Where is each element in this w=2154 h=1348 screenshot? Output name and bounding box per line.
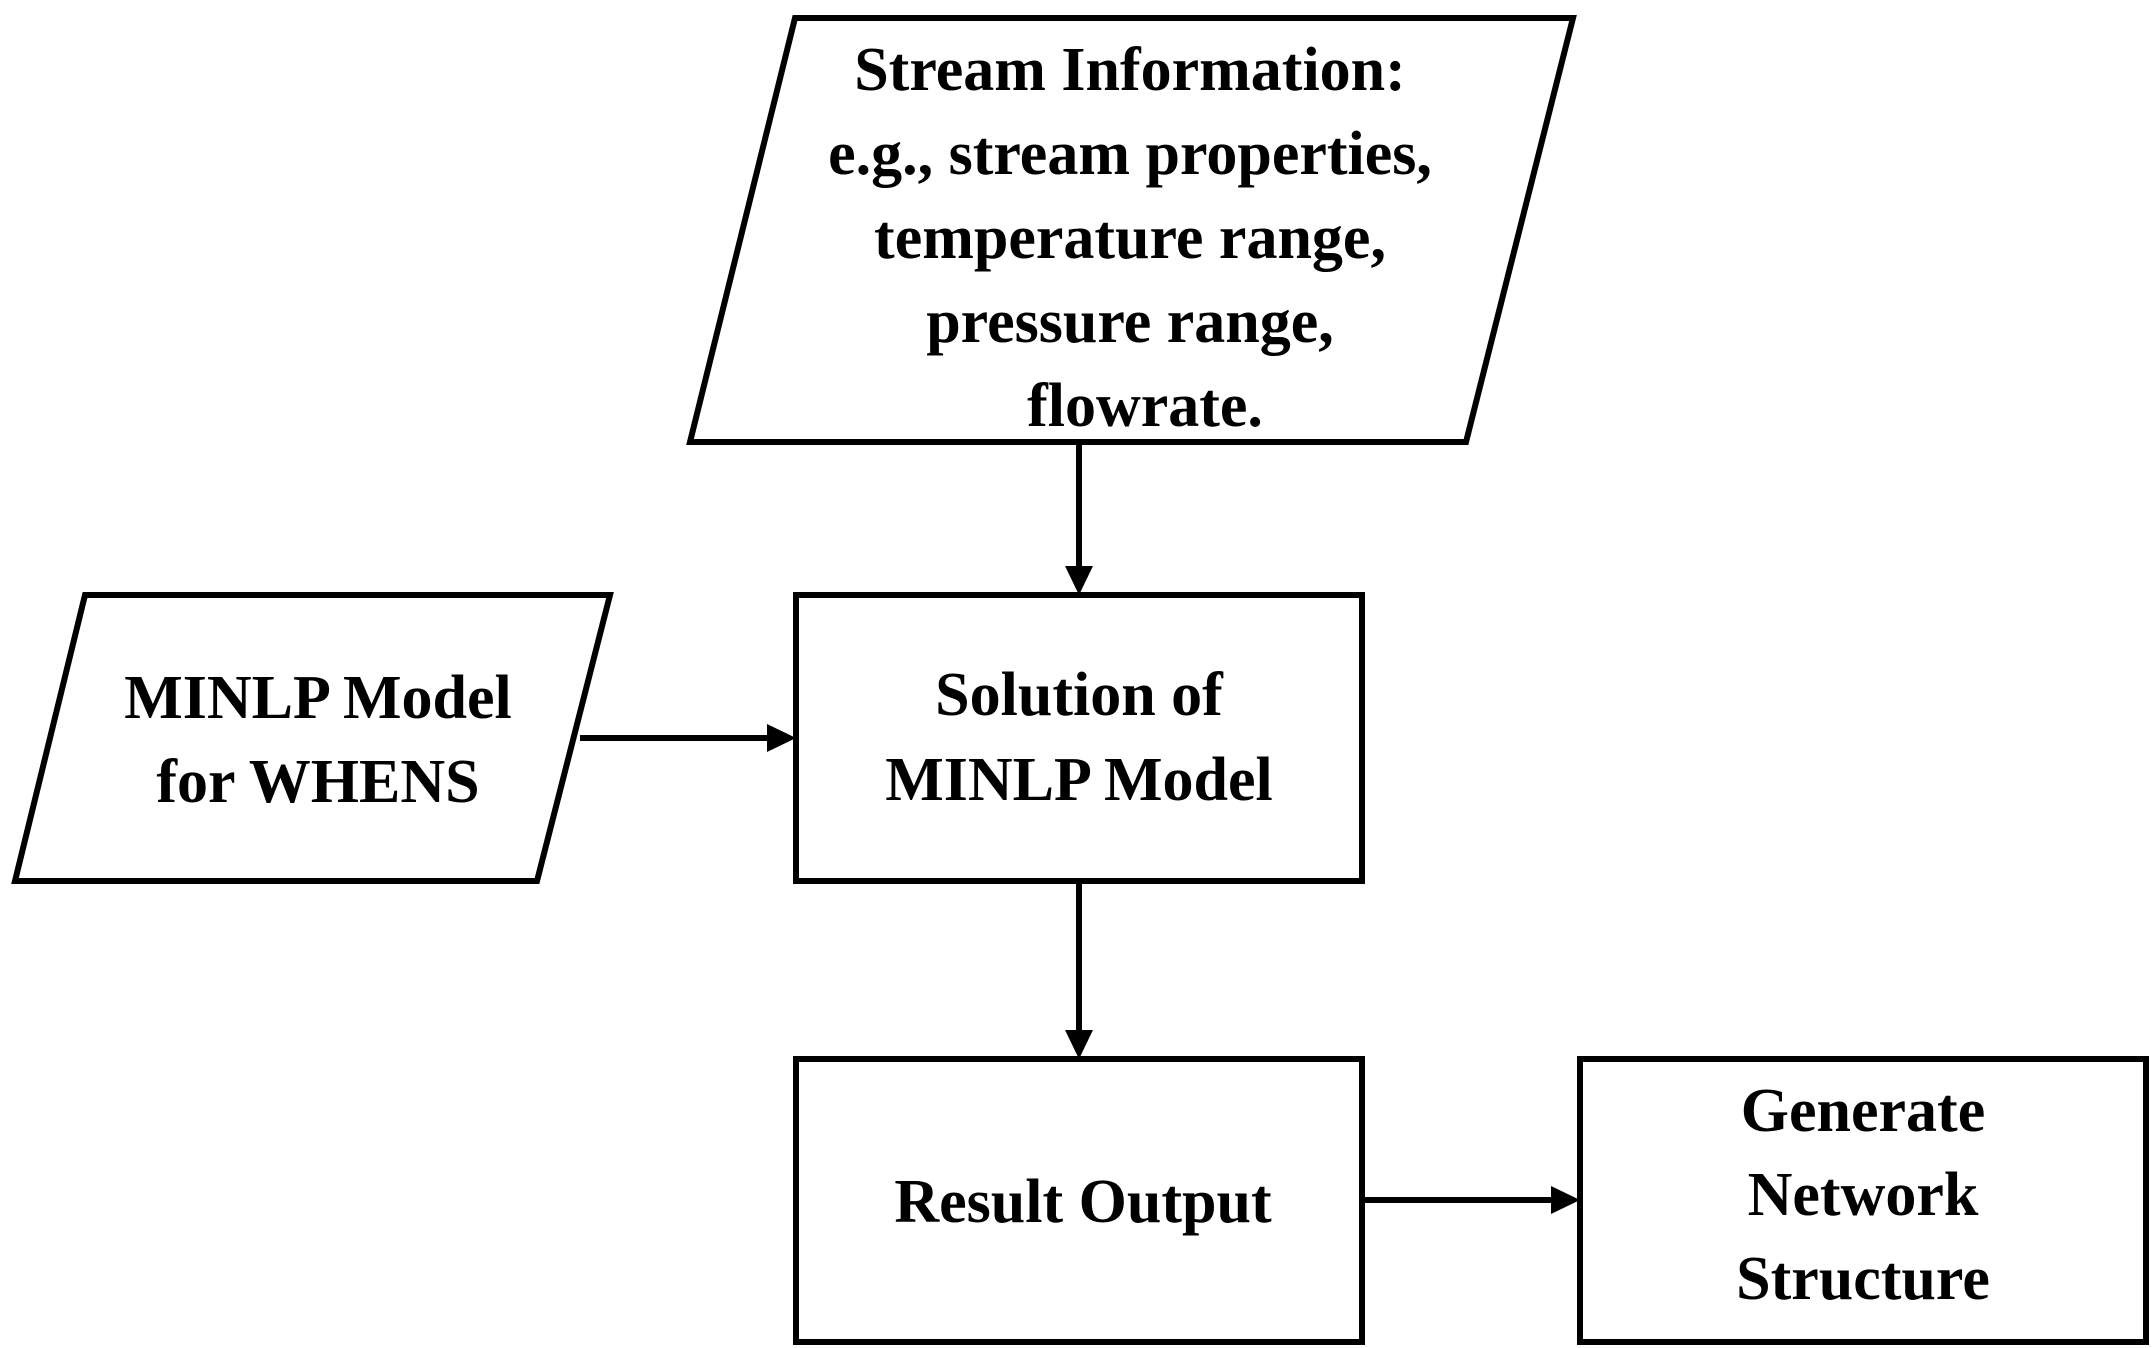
edge-result-to-generate-arrowhead	[1551, 1186, 1580, 1214]
solution-shape	[793, 592, 1365, 884]
result-output-node: Result Output	[793, 1056, 1365, 1345]
result-output-line-1: Result Output	[894, 1168, 1272, 1236]
solution-line-1: Solution of	[935, 661, 1224, 729]
edge-minlp-to-solution-arrowhead	[767, 724, 796, 752]
minlp-model-shape	[11, 592, 614, 884]
solution-node: Solution of MINLP Model	[793, 592, 1365, 884]
minlp-model-node: MINLP Model for WHENS	[11, 592, 614, 884]
stream-info-line-4: pressure range,	[926, 288, 1334, 356]
edge-stream-to-solution-arrowhead	[1065, 566, 1093, 595]
solution-line-2: MINLP Model	[885, 746, 1272, 814]
edge-solution-to-result	[1065, 881, 1093, 1059]
edge-solution-to-result-arrowhead	[1065, 1030, 1093, 1059]
edge-stream-to-solution	[1065, 442, 1093, 595]
edge-result-to-generate	[1362, 1186, 1580, 1214]
generate-network-node: Generate Network Structure	[1577, 1056, 2149, 1345]
stream-info-line-5: flowrate.	[1027, 372, 1263, 440]
stream-info-node: Stream Information: e.g., stream propert…	[686, 15, 1577, 445]
minlp-model-line-1: MINLP Model	[124, 664, 511, 732]
generate-network-line-1: Generate	[1741, 1077, 1985, 1145]
stream-info-line-2: e.g., stream properties,	[828, 120, 1432, 188]
result-output-shape	[793, 1056, 1365, 1345]
minlp-model-line-2: for WHENS	[156, 748, 479, 816]
edge-minlp-to-solution	[580, 724, 796, 752]
stream-info-line-1: Stream Information:	[854, 36, 1406, 104]
generate-network-line-2: Network	[1748, 1161, 1979, 1229]
stream-info-line-3: temperature range,	[874, 204, 1386, 272]
stream-info-shape	[686, 15, 1577, 445]
generate-network-line-3: Structure	[1736, 1245, 1990, 1313]
generate-network-shape	[1577, 1056, 2149, 1345]
